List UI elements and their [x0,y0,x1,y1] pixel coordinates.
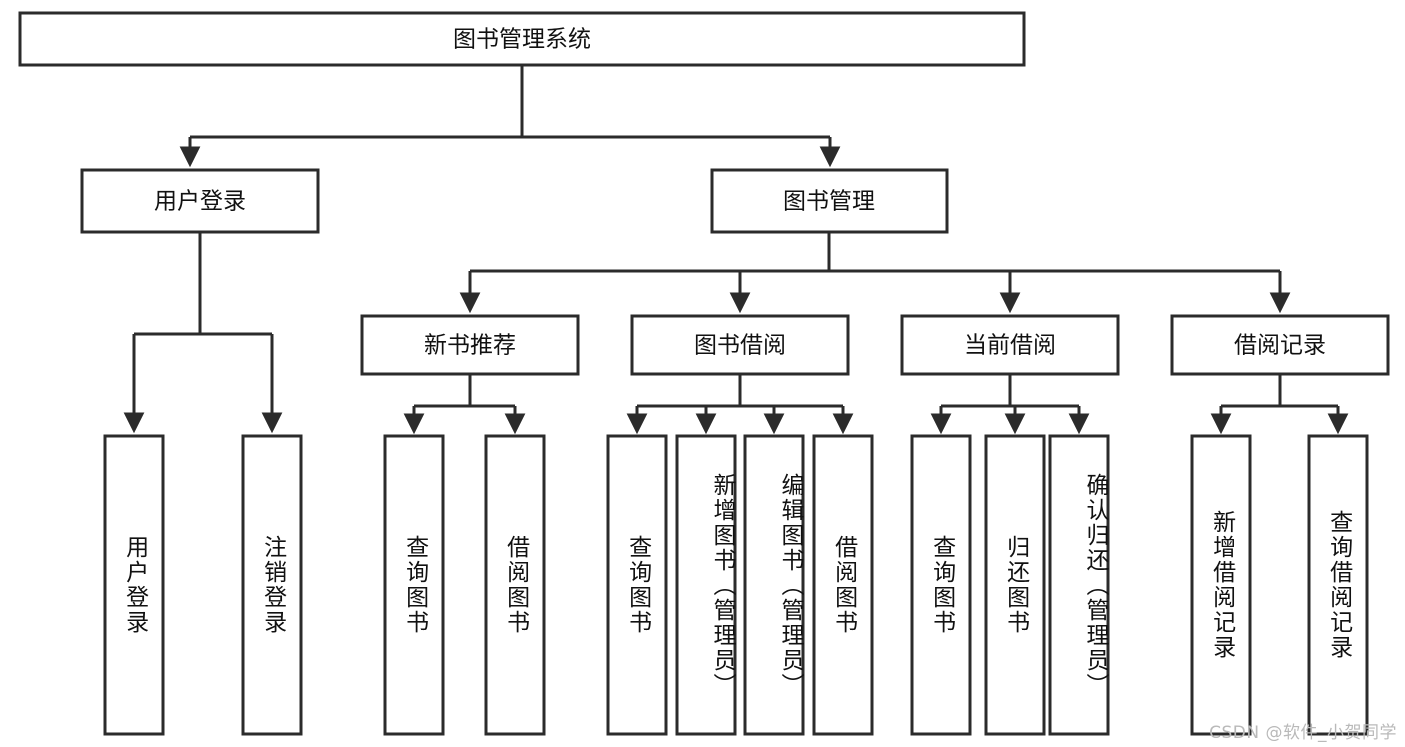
node-root-label: 图书管理系统 [453,27,591,53]
node-current-borrow-label: 当前借阅 [964,333,1056,359]
edge-group [123,65,1349,435]
node-borrow-record-label: 借阅记录 [1234,333,1326,359]
node-user-login[interactable] [80,168,320,234]
node-borrow-record[interactable] [1170,314,1390,376]
node-leaf-add-book-admin[interactable] [675,434,737,736]
node-leaf-borrow-book-1[interactable] [484,434,546,736]
node-book-borrow[interactable] [630,314,850,376]
node-leaf-query-book-3[interactable] [910,434,972,736]
node-new-book-recommend-label: 新书推荐 [424,333,516,359]
node-leaf-query-book-2[interactable] [606,434,668,736]
leaf-node-group [103,434,1369,736]
node-leaf-return-book[interactable] [984,434,1046,736]
node-current-borrow[interactable] [900,314,1120,376]
node-leaf-user-logout[interactable] [241,434,303,736]
node-root[interactable] [18,11,1026,67]
node-leaf-confirm-return-admin[interactable] [1048,434,1110,736]
node-leaf-add-borrow-record[interactable] [1190,434,1252,736]
node-book-borrow-label: 图书借阅 [694,333,786,359]
node-leaf-query-book-1[interactable] [383,434,445,736]
node-group: 图书管理系统 用户登录 图书管理 新书推荐 图书借阅 当前借阅 借阅记录 [18,11,1390,376]
node-leaf-borrow-book-2[interactable] [812,434,874,736]
node-book-manage[interactable] [710,168,949,234]
csdn-watermark: CSDN @软件_小贺同学 [1209,723,1397,743]
node-leaf-user-login[interactable] [103,434,165,736]
node-new-book-recommend[interactable] [360,314,580,376]
node-user-login-label: 用户登录 [154,189,246,215]
node-book-manage-label: 图书管理 [783,189,875,215]
node-leaf-query-borrow-record[interactable] [1307,434,1369,736]
node-leaf-edit-book-admin[interactable] [743,434,805,736]
